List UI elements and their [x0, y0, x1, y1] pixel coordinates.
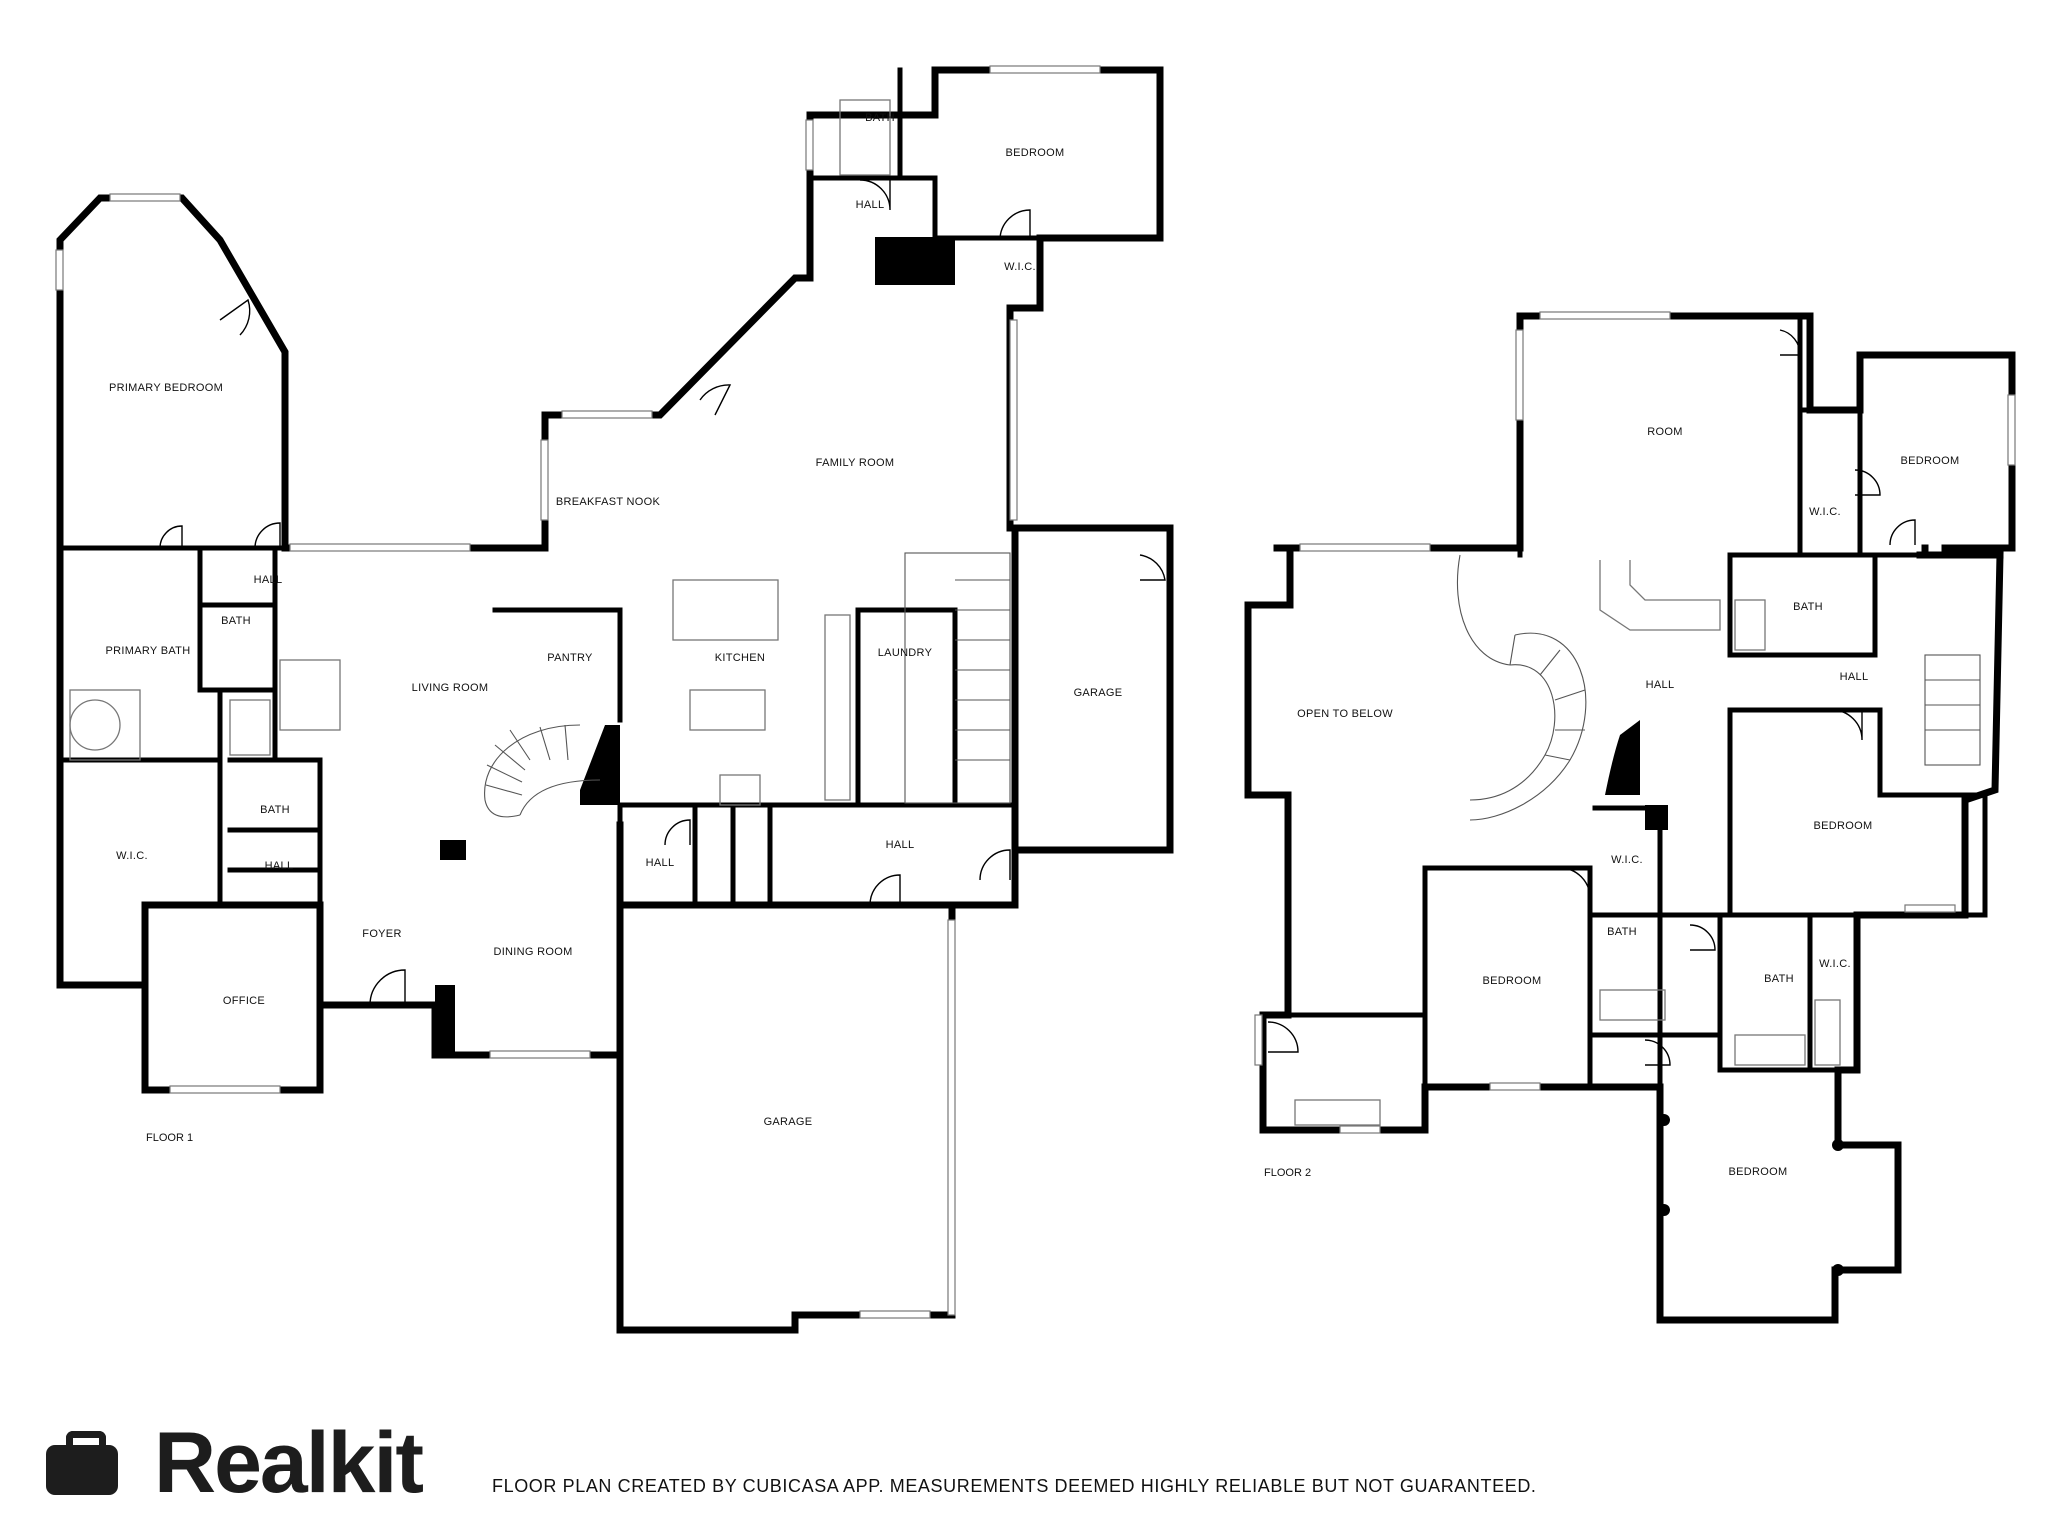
- brand-logo: Realkit: [46, 1415, 424, 1511]
- room-label: GARAGE: [1074, 687, 1123, 699]
- room-label: OFFICE: [223, 995, 265, 1007]
- room-label: BATH: [1793, 601, 1823, 613]
- room-label: HALL: [1646, 679, 1675, 691]
- room-label: HALL: [1840, 671, 1869, 683]
- room-label: BATH: [260, 804, 290, 816]
- floor-1-plan: [55, 65, 1381, 1334]
- floor-2-label: FLOOR 2: [1264, 1167, 1311, 1179]
- room-label: BEDROOM: [1483, 975, 1542, 987]
- room-label: BATH: [1607, 926, 1637, 938]
- room-label: DINING ROOM: [493, 946, 572, 958]
- room-label: PANTRY: [547, 652, 593, 664]
- room-label: BEDROOM: [1814, 820, 1873, 832]
- briefcase-icon: [46, 1431, 118, 1495]
- room-label: BEDROOM: [1729, 1166, 1788, 1178]
- floor-1-label: FLOOR 1: [146, 1132, 193, 1144]
- room-label: PRIMARY BATH: [106, 645, 191, 657]
- room-label: ROOM: [1647, 426, 1682, 438]
- room-label: W.I.C.: [116, 850, 148, 862]
- room-label: LAUNDRY: [878, 647, 933, 659]
- room-label: FAMILY ROOM: [816, 457, 895, 469]
- floor-2-plan: [1244, 311, 2016, 1324]
- floor-2-labels: ROOM BEDROOM W.I.C. BATH HALL HALL OPEN …: [1264, 426, 1959, 1179]
- room-label: LIVING ROOM: [412, 682, 489, 694]
- room-label: BEDROOM: [1901, 455, 1960, 467]
- room-label: FOYER: [362, 928, 401, 940]
- room-label: HALL: [856, 199, 885, 211]
- floor-1-labels: PRIMARY BEDROOM BATH HALL BEDROOM W.I.C.…: [106, 112, 1123, 1144]
- disclaimer-text: FLOOR PLAN CREATED BY CUBICASA APP. MEAS…: [492, 1476, 1537, 1496]
- room-label: HALL: [265, 860, 294, 872]
- room-label: KITCHEN: [715, 652, 765, 664]
- room-label: W.I.C.: [1819, 958, 1851, 970]
- room-label: HALL: [646, 857, 675, 869]
- room-label: OPEN TO BELOW: [1297, 708, 1393, 720]
- room-label: GARAGE: [764, 1116, 813, 1128]
- room-label: W.I.C.: [1611, 854, 1643, 866]
- room-label: W.I.C.: [1809, 506, 1841, 518]
- room-label: HALL: [886, 839, 915, 851]
- room-label: BATH: [221, 615, 251, 627]
- room-label: BATH: [865, 112, 895, 124]
- room-label: W.I.C.: [1004, 261, 1036, 273]
- room-label: PRIMARY BEDROOM: [109, 382, 223, 394]
- room-label: HALL: [254, 574, 283, 586]
- brand-name: Realkit: [154, 1415, 424, 1511]
- room-label: BEDROOM: [1006, 147, 1065, 159]
- room-label: BATH: [1764, 973, 1794, 985]
- room-label: BREAKFAST NOOK: [556, 496, 661, 508]
